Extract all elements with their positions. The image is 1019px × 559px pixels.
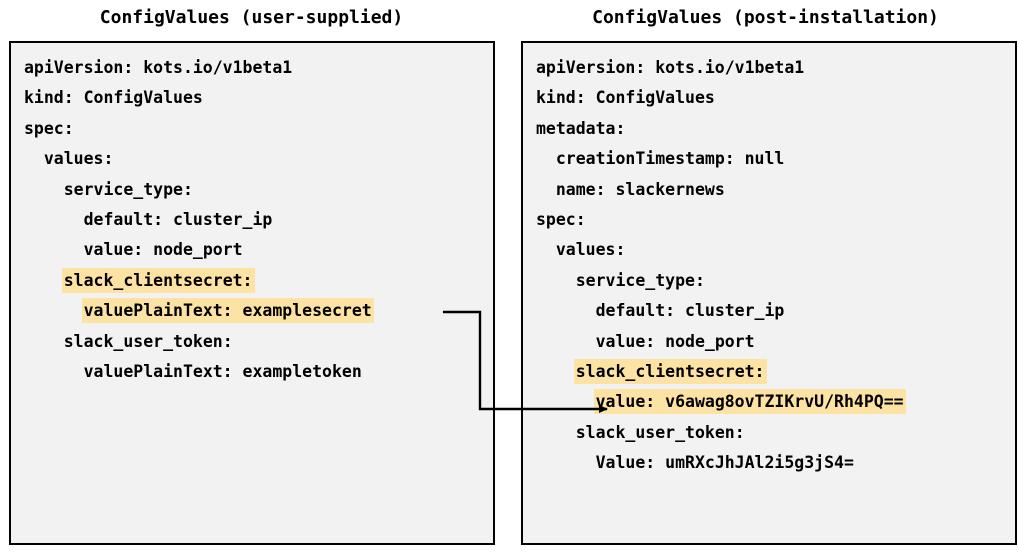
code-text: default: cluster_ip [595,301,785,321]
code-line: spec: [534,205,1015,235]
code-box-post-installation: apiVersion: kots.io/v1beta1 kind: ConfigV… [521,41,1017,545]
code-line: creationTimestamp: null [534,144,1015,174]
code-indent [534,453,594,472]
code-box-user-supplied: apiVersion: kots.io/v1beta1 kind: ConfigV… [9,41,495,545]
code-line: apiVersion: kots.io/v1beta1 [22,53,493,83]
panel-post-installation: ConfigValues (post-installation) apiVers… [512,0,1019,559]
code-line: slack_user_token: [22,327,493,357]
code-line: slack_clientsecret: [22,266,493,296]
code-text: kind: ConfigValues [24,88,203,108]
panel-title-post-installation: ConfigValues (post-installation) [592,7,939,28]
code-indent [22,332,62,351]
code-text-highlighted: value: v6awag8ovTZIKrvU/Rh4PQ== [593,389,906,415]
code-text-highlighted: slack_clientsecret: [61,267,255,293]
code-text: slack_user_token: [575,422,745,442]
code-line: valuePlainText: exampletoken [22,357,493,387]
code-line: values: [22,144,493,174]
code-text: creationTimestamp: null [555,149,785,169]
code-indent [534,271,574,290]
code-indent [22,271,62,290]
code-text-highlighted: slack_clientsecret: [573,358,767,384]
code-text: value: node_port [83,240,243,260]
code-line: name: slackernews [534,175,1015,205]
code-text: slack_user_token: [63,331,233,351]
code-indent [22,180,62,199]
code-line: value: node_port [534,327,1015,357]
code-line: slack_user_token: [534,418,1015,448]
code-text: values: [43,149,114,169]
code-indent [534,301,594,320]
code-indent [22,240,82,259]
code-text: service_type: [63,179,193,199]
code-indent [534,362,574,381]
code-line: valuePlainText: examplesecret [22,296,493,326]
code-indent [534,180,554,199]
code-line: Value: umRXcJhJAl2i5g3jS4= [534,448,1015,478]
code-lines-user-supplied: apiVersion: kots.io/v1beta1 kind: ConfigV… [22,53,493,387]
code-text: spec: [536,209,586,229]
code-line: kind: ConfigValues [22,83,493,113]
code-indent [22,362,82,381]
code-line: default: cluster_ip [22,205,493,235]
code-text: metadata: [536,118,626,138]
code-line: value: node_port [22,235,493,265]
code-indent [22,210,82,229]
code-text: default: cluster_ip [83,209,273,229]
code-line: service_type: [534,266,1015,296]
code-text: Value: umRXcJhJAl2i5g3jS4= [595,453,854,473]
code-text: apiVersion: kots.io/v1beta1 [24,58,293,77]
code-line: default: cluster_ip [534,296,1015,326]
panel-title-user-supplied: ConfigValues (user-supplied) [99,7,404,28]
code-line: service_type: [22,175,493,205]
code-indent [22,149,42,168]
code-line: value: v6awag8ovTZIKrvU/Rh4PQ== [534,387,1015,417]
code-indent [22,301,82,320]
code-text: apiVersion: kots.io/v1beta1 [536,58,805,77]
code-text: spec: [24,118,74,138]
code-line: apiVersion: kots.io/v1beta1 [534,53,1015,83]
code-text-highlighted: valuePlainText: examplesecret [81,298,374,324]
panel-user-supplied: ConfigValues (user-supplied) apiVersion:… [0,0,503,559]
code-line: metadata: [534,114,1015,144]
code-indent [534,423,574,442]
code-text: service_type: [575,270,705,290]
code-indent [534,392,594,411]
code-text: name: slackernews [555,179,725,199]
code-line: kind: ConfigValues [534,83,1015,113]
code-text: values: [555,240,626,260]
code-indent [534,149,554,168]
code-indent [534,332,594,351]
code-text: valuePlainText: exampletoken [83,361,362,381]
code-line: slack_clientsecret: [534,357,1015,387]
code-line: values: [534,235,1015,265]
code-line: spec: [22,114,493,144]
code-lines-post-installation: apiVersion: kots.io/v1beta1 kind: ConfigV… [534,53,1015,478]
code-indent [534,240,554,259]
code-text: kind: ConfigValues [536,88,715,108]
code-text: value: node_port [595,331,755,351]
